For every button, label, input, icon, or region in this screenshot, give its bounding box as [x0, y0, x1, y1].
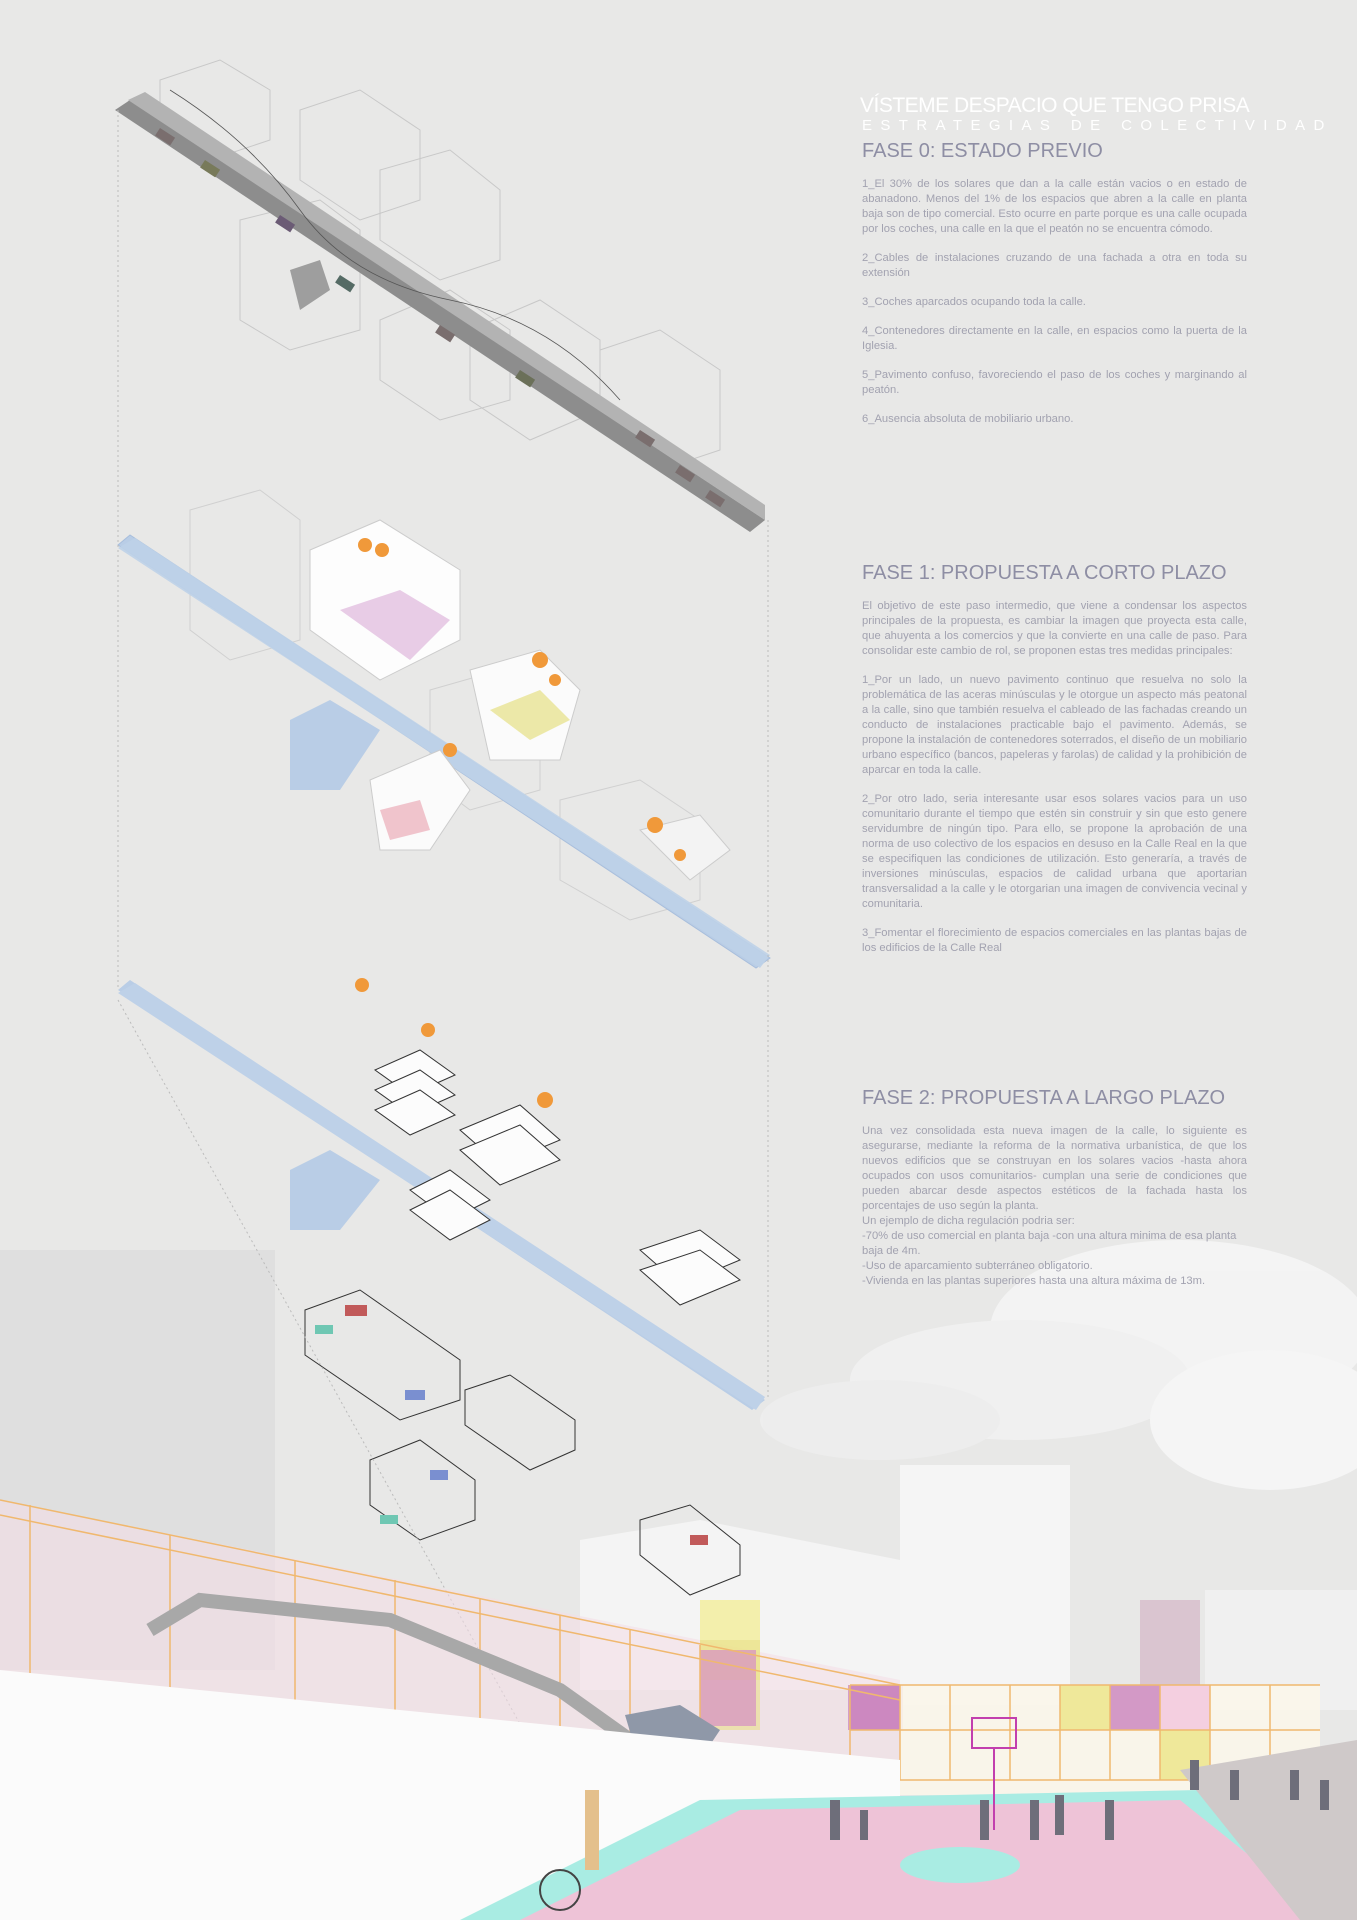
poster-title: VÍSTEME DESPACIO QUE TENGO PRISA [860, 94, 1250, 117]
fase0-item: 2_Cables de instalaciones cruzando de un… [862, 252, 1247, 279]
fase2-item: -70% de uso comercial en planta baja -co… [862, 1230, 1237, 1257]
fase2-section: FASE 2: PROPUESTA A LARGO PLAZO Una vez … [862, 1087, 1247, 1289]
fase2-item: -Vivienda en las plantas superiores hast… [862, 1275, 1206, 1287]
fase1-item: 3_Fomentar el florecimiento de espacios … [862, 927, 1247, 954]
fase0-axonometric [115, 59, 765, 532]
fase2-item: -Uso de aparcamiento subterráneo obligat… [862, 1260, 1093, 1272]
fase1-item: 2_Por otro lado, seria interesante usar … [862, 793, 1247, 910]
fase2-intro: Una vez consolidada esta nueva imagen de… [862, 1125, 1247, 1212]
fase1-item: 1_Por un lado, un nuevo pavimento contin… [862, 674, 1247, 776]
fase2-lead: Un ejemplo de dicha regulación podria se… [862, 1215, 1075, 1227]
fase0-section: FASE 0: ESTADO PREVIO 1_El 30% de los so… [862, 140, 1247, 441]
fase2-axonometric [118, 978, 765, 1596]
fase0-heading: FASE 0: ESTADO PREVIO [862, 140, 1103, 162]
fase1-intro: El objetivo de este paso intermedio, que… [862, 600, 1247, 657]
fase0-item: 3_Coches aparcados ocupando toda la call… [862, 296, 1086, 308]
fase0-item: 5_Pavimento confuso, favoreciendo el pas… [862, 369, 1247, 396]
fase2-heading: FASE 2: PROPUESTA A LARGO PLAZO [862, 1087, 1226, 1109]
people [539, 1760, 1329, 1911]
fase1-heading: FASE 1: PROPUESTA A CORTO PLAZO [862, 562, 1227, 584]
fase1-axonometric [117, 489, 771, 969]
fase1-section: FASE 1: PROPUESTA A CORTO PLAZO El objet… [862, 562, 1247, 970]
projection-lines [117, 110, 769, 1761]
basketball-hoop [971, 1717, 1017, 1830]
poster-subtitle: ESTRATEGIAS DE COLECTIVIDAD [862, 117, 1333, 134]
fase0-item: 6_Ausencia absoluta de mobiliario urbano… [862, 413, 1074, 425]
fase0-item: 4_Contenedores directamente en la calle,… [862, 325, 1247, 352]
ground-plaza [0, 1670, 1357, 1920]
sky-clouds [760, 1240, 1357, 1490]
fase0-item: 1_El 30% de los solares que dan a la cal… [862, 178, 1247, 235]
